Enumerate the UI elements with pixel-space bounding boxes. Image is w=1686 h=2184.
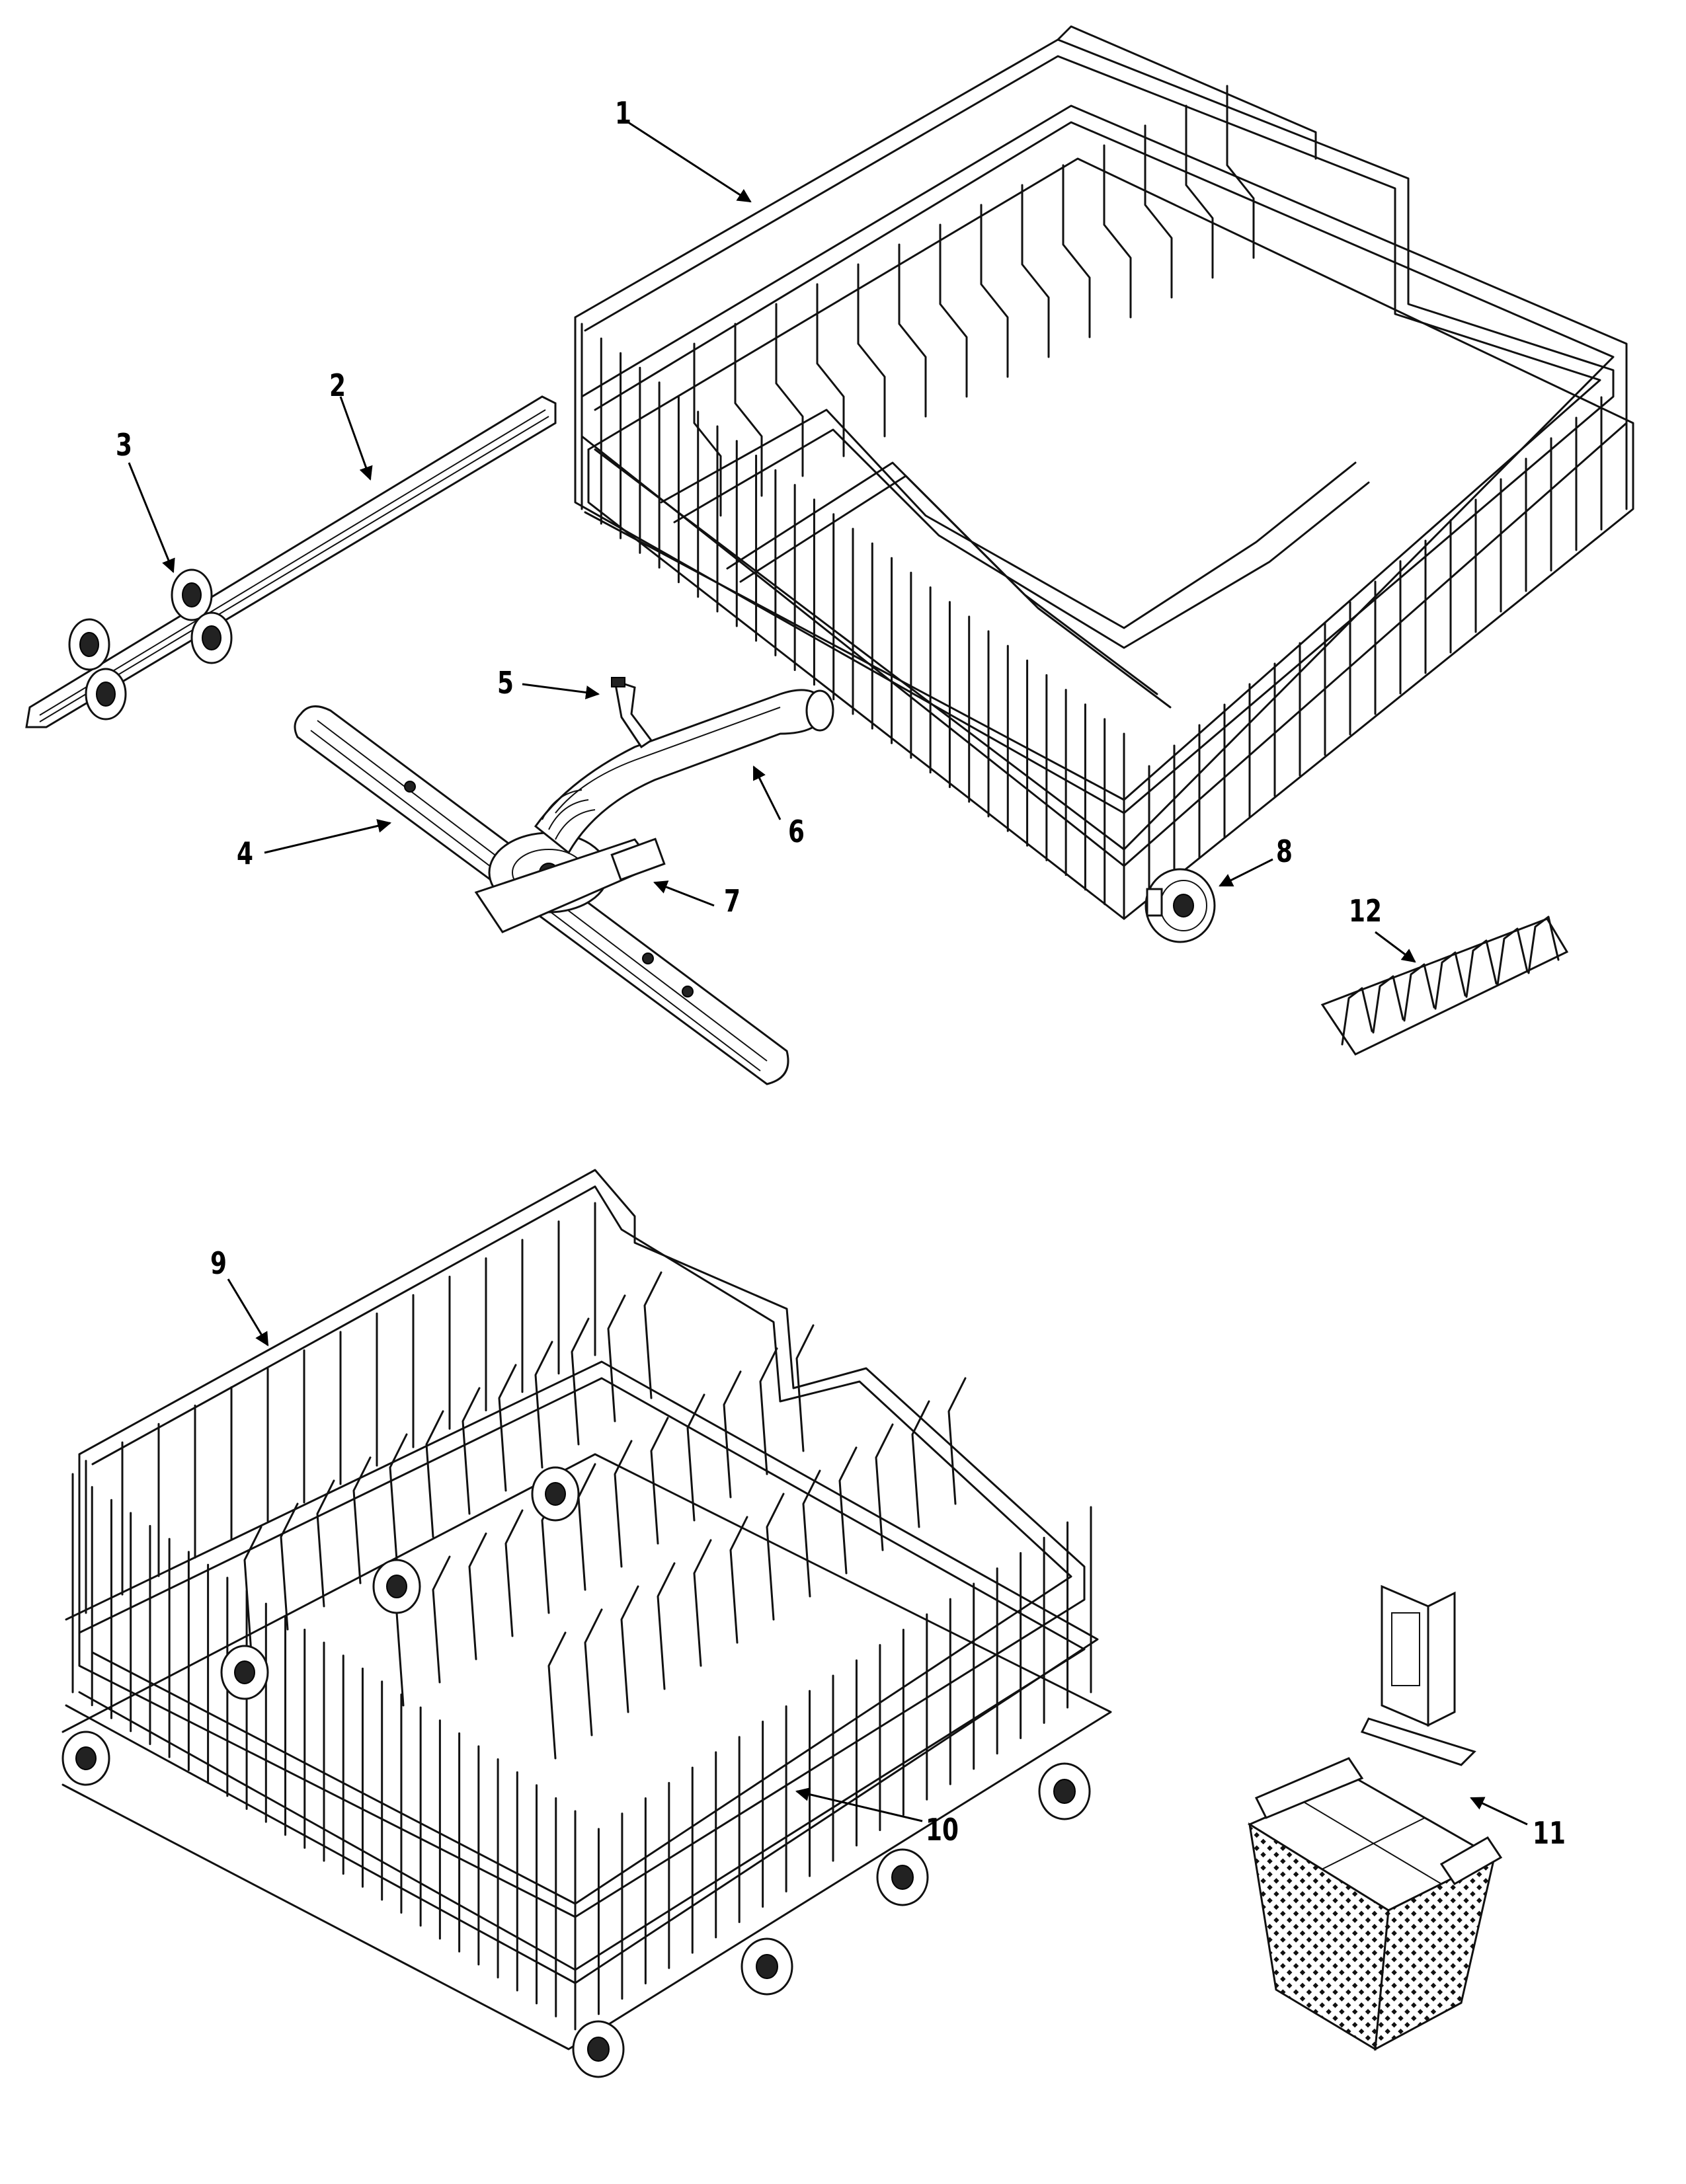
rack-tine xyxy=(657,1562,676,1690)
lower-rack-wheels xyxy=(61,1466,1091,2078)
rack-tine xyxy=(693,1539,712,1667)
leader-5 xyxy=(522,683,600,699)
rack-tine xyxy=(775,303,804,477)
rack-tine xyxy=(857,263,886,438)
leader-6 xyxy=(752,765,782,820)
tube-clip xyxy=(611,677,653,749)
callout-10: 10 xyxy=(926,1812,959,1848)
rack-tine xyxy=(686,1393,705,1522)
rack-tine xyxy=(734,323,763,497)
rack-tine xyxy=(723,1370,742,1499)
leader-9 xyxy=(227,1278,269,1346)
upper-rack xyxy=(574,25,1634,920)
rack-tine xyxy=(620,1585,639,1713)
callout-4: 4 xyxy=(237,836,253,871)
rack-tine xyxy=(1185,104,1214,279)
rack-tine xyxy=(504,1509,524,1637)
strip-tooth xyxy=(1372,975,1404,1034)
leader-12 xyxy=(1375,931,1416,963)
rack-rail xyxy=(25,395,557,728)
rack-tine xyxy=(729,1516,748,1644)
callout-2: 2 xyxy=(329,368,346,403)
rack-tine xyxy=(498,1364,517,1492)
rack-tine xyxy=(838,1446,858,1575)
roller-wheel xyxy=(1144,868,1216,943)
strip-tooth xyxy=(1341,987,1373,1046)
rack-tine xyxy=(1226,85,1255,259)
leader-4 xyxy=(264,819,392,854)
rack-tine xyxy=(316,1479,335,1608)
callout-11: 11 xyxy=(1533,1815,1566,1851)
tine-strip xyxy=(1320,916,1569,1056)
cutlery-basket xyxy=(1247,1757,1503,2051)
rack-tine xyxy=(1103,144,1132,319)
rack-tine xyxy=(607,1294,626,1423)
rack-tine xyxy=(462,1387,481,1515)
callout-7: 7 xyxy=(724,883,741,919)
callout-12: 12 xyxy=(1349,893,1382,929)
rack-tine xyxy=(547,1631,567,1760)
rail-rollers xyxy=(68,568,233,721)
rack-tine xyxy=(766,1493,785,1621)
leader-2 xyxy=(339,396,373,481)
leader-11 xyxy=(1470,1797,1528,1826)
rack-tine xyxy=(939,223,968,398)
rack-tine xyxy=(795,1324,815,1452)
leader-7 xyxy=(653,880,715,907)
rack-tine xyxy=(759,1347,778,1475)
rack-tine xyxy=(643,1271,662,1399)
rack-tine xyxy=(614,1440,633,1568)
callout-5: 5 xyxy=(497,665,514,701)
callout-6: 6 xyxy=(788,814,805,849)
rack-tine xyxy=(468,1532,487,1660)
rack-tine xyxy=(875,1423,894,1551)
rack-tine xyxy=(571,1317,590,1446)
rack-tine xyxy=(243,1526,262,1654)
rack-tine xyxy=(898,243,927,418)
rack-tine xyxy=(280,1502,299,1631)
rack-tine xyxy=(352,1456,372,1584)
rack-tine xyxy=(584,1608,603,1736)
spray-arm-hub xyxy=(474,832,666,933)
rack-tine xyxy=(693,342,722,517)
rack-tine xyxy=(947,1377,967,1505)
rack-tine xyxy=(432,1555,451,1684)
leader-3 xyxy=(128,462,175,573)
basket-handle xyxy=(1360,1584,1476,1766)
leader-1 xyxy=(627,121,752,203)
callout-3: 3 xyxy=(116,427,132,463)
callout-9: 9 xyxy=(210,1245,227,1281)
rack-tine xyxy=(980,204,1009,378)
rack-tine xyxy=(1062,164,1091,338)
rack-tine xyxy=(425,1410,444,1538)
strip-tooth xyxy=(1434,951,1466,1010)
strip-tooth xyxy=(1527,916,1560,974)
leader-lines xyxy=(128,121,1528,1826)
strip-tooth xyxy=(1496,927,1529,986)
feed-tube xyxy=(534,689,834,855)
callout-1: 1 xyxy=(615,95,631,131)
rack-tine xyxy=(577,1463,596,1591)
leader-8 xyxy=(1219,858,1273,887)
rack-tine xyxy=(816,283,845,457)
rack-tine xyxy=(1021,184,1050,358)
rack-tine xyxy=(389,1433,408,1561)
rack-tine xyxy=(1144,124,1173,299)
callout-8: 8 xyxy=(1276,834,1293,869)
strip-tooth xyxy=(1465,939,1498,998)
rack-tine xyxy=(802,1469,821,1598)
rack-tine xyxy=(650,1417,669,1545)
strip-tooth xyxy=(1403,963,1435,1022)
leader-10 xyxy=(795,1787,923,1822)
rack-tine xyxy=(911,1400,930,1528)
lower-rack xyxy=(61,1169,1112,2050)
rack-tine xyxy=(534,1341,553,1469)
